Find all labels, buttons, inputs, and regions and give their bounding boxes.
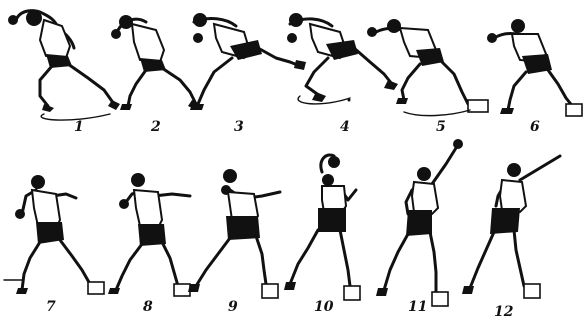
athlete-frame-5 xyxy=(367,19,488,116)
athlete-frame-7 xyxy=(4,175,104,294)
athlete-frame-6 xyxy=(487,19,582,116)
frame-number-6: 6 xyxy=(530,119,540,135)
athlete-frame-9 xyxy=(188,169,280,298)
frame-number-4: 4 xyxy=(340,119,350,135)
athlete-frame-2 xyxy=(111,15,200,110)
frame-number-12: 12 xyxy=(494,304,514,320)
frame-number-2: 2 xyxy=(150,119,161,135)
athlete-frame-8 xyxy=(108,173,190,296)
frame-number-10: 10 xyxy=(314,299,334,315)
frame-number-7: 7 xyxy=(46,299,56,315)
frame-number-11: 11 xyxy=(408,299,427,315)
frame-number-1: 1 xyxy=(74,119,84,135)
athlete-frame-12 xyxy=(462,156,560,298)
athlete-frame-3 xyxy=(190,13,306,110)
frame-number-8: 8 xyxy=(143,299,153,315)
athlete-frame-11 xyxy=(376,139,463,306)
athlete-frame-1 xyxy=(8,10,120,120)
frame-number-9: 9 xyxy=(228,299,238,315)
athlete-frame-4 xyxy=(287,13,398,104)
frame-number-5: 5 xyxy=(436,119,446,135)
athlete-frame-10 xyxy=(284,155,360,300)
frame-number-3: 3 xyxy=(234,119,244,135)
